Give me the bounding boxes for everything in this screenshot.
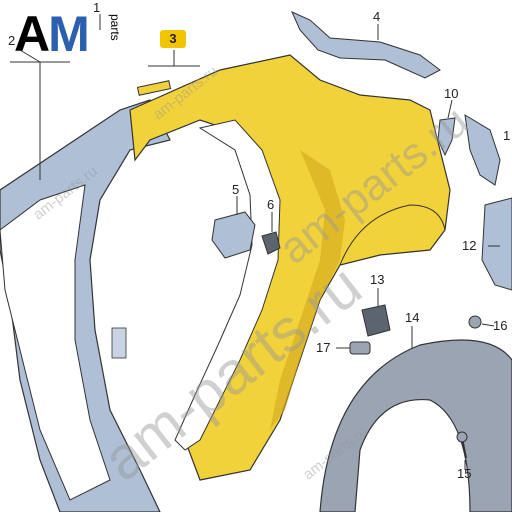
part-16-clip [468, 315, 482, 329]
part-6-clip [261, 231, 281, 255]
callout-4: 4 [373, 9, 381, 24]
part-10-bracket [437, 117, 456, 157]
part-15-screw-head [456, 431, 468, 443]
part-14-wheel-liner [319, 339, 512, 513]
callout-12: 12 [462, 238, 477, 253]
leader-lines [10, 14, 500, 470]
part-12-panel [481, 197, 512, 291]
callout-15: 15 [457, 466, 472, 481]
logo-brand: AM [14, 6, 90, 62]
callout-3: 3 [160, 30, 186, 48]
callout-1: 1 [93, 0, 101, 15]
part-13-clip [361, 304, 391, 337]
body-frame-detail [111, 327, 127, 359]
callout-16: 16 [493, 318, 508, 333]
callout-14: 14 [405, 310, 420, 325]
part-4-bracket [291, 11, 441, 79]
callout-2: 2 [8, 33, 16, 48]
callout-17: 17 [316, 340, 331, 355]
logo-sub: parts [108, 14, 122, 41]
callout-6: 6 [267, 197, 275, 212]
part-17-clip [349, 341, 371, 355]
callout-1-right: 1 [503, 128, 511, 143]
callout-5: 5 [232, 182, 240, 197]
quarter-panel-shade [270, 150, 345, 430]
callout-10: 10 [444, 86, 459, 101]
part-1-right-bracket [464, 114, 501, 186]
quarter-panel-wheel-arch [339, 204, 446, 266]
body-frame-window [0, 184, 111, 501]
part-5-bracket [211, 211, 256, 259]
callout-13: 13 [370, 272, 385, 287]
am-parts-logo: AM parts [14, 6, 144, 62]
part-3-strip [136, 80, 172, 96]
